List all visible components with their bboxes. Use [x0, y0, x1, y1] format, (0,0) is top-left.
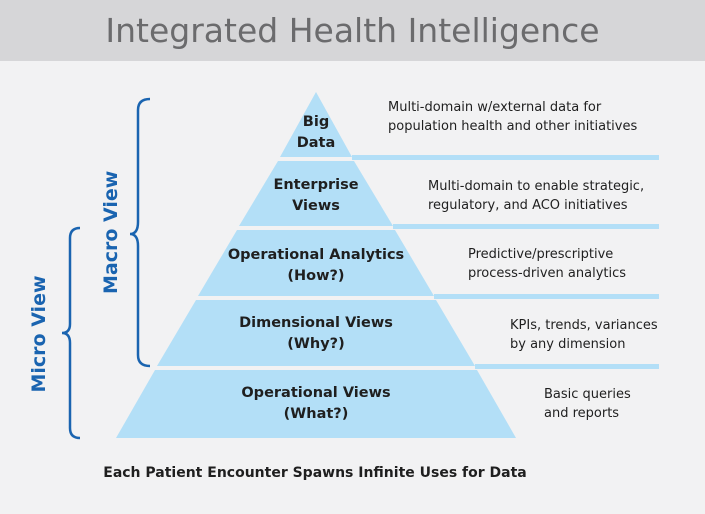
- level-label-big-data: Big Data: [266, 112, 366, 154]
- description-line: population health and other initiatives: [388, 119, 638, 134]
- divider-bar: [352, 155, 659, 160]
- description-line: by any dimension: [510, 337, 626, 352]
- description-line: process-driven analytics: [468, 266, 627, 281]
- micro-view-bracket: [61, 226, 81, 440]
- macro-view-label: Macro View: [100, 170, 122, 294]
- level-title: Enterprise: [273, 177, 359, 193]
- description-line: KPIs, trends, variances: [510, 318, 658, 333]
- macro-view-bracket: [129, 97, 151, 368]
- title-banner: [0, 0, 705, 61]
- level-label-enterprise-views: Enterprise Views: [236, 175, 396, 217]
- level-subtitle: (How?): [287, 268, 345, 284]
- description-line: and reports: [544, 406, 620, 421]
- level-title: Operational Analytics: [227, 247, 405, 263]
- level-description-operational-views: Basic queries and reports: [544, 385, 631, 423]
- level-description-big-data: Multi-domain w/external data for populat…: [388, 98, 637, 136]
- level-description-operational-analytics: Predictive/prescriptive process-driven a…: [468, 245, 626, 283]
- level-label-dimensional-views: Dimensional Views (Why?): [206, 313, 426, 355]
- level-subtitle: (What?): [283, 406, 349, 422]
- divider-bar: [475, 364, 659, 369]
- description-line: Basic queries: [544, 387, 631, 402]
- divider-bar: [393, 224, 659, 229]
- level-label-operational-analytics: Operational Analytics (How?): [206, 245, 426, 287]
- pyramid-tier-enterprise-views: [239, 161, 393, 226]
- level-label-operational-views: Operational Views (What?): [206, 383, 426, 425]
- level-description-enterprise-views: Multi-domain to enable strategic, regula…: [428, 177, 644, 215]
- level-subtitle: Views: [292, 198, 340, 214]
- page-title: Integrated Health Intelligence: [105, 11, 600, 50]
- divider-bar: [434, 294, 659, 299]
- description-line: Multi-domain to enable strategic,: [428, 179, 645, 194]
- level-title: Big: [302, 114, 330, 130]
- pyramid-tier-dimensional-views: [157, 300, 475, 366]
- pyramid-tier-operational-views: [116, 370, 516, 438]
- level-description-dimensional-views: KPIs, trends, variances by any dimension: [510, 316, 658, 354]
- micro-view-label: Micro View: [28, 275, 50, 393]
- description-line: regulatory, and ACO initiatives: [428, 198, 628, 213]
- pyramid-tier-big-data: [280, 92, 352, 157]
- footer-caption: Each Patient Encounter Spawns Infinite U…: [103, 465, 527, 481]
- level-title: Dimensional Views: [239, 315, 393, 331]
- pyramid-tier-operational-analytics: [198, 230, 434, 296]
- level-subtitle: (Why?): [287, 336, 345, 352]
- level-title: Operational Views: [241, 385, 391, 401]
- description-line: Multi-domain w/external data for: [388, 100, 602, 115]
- level-subtitle: Data: [296, 135, 336, 151]
- description-line: Predictive/prescriptive: [468, 247, 614, 262]
